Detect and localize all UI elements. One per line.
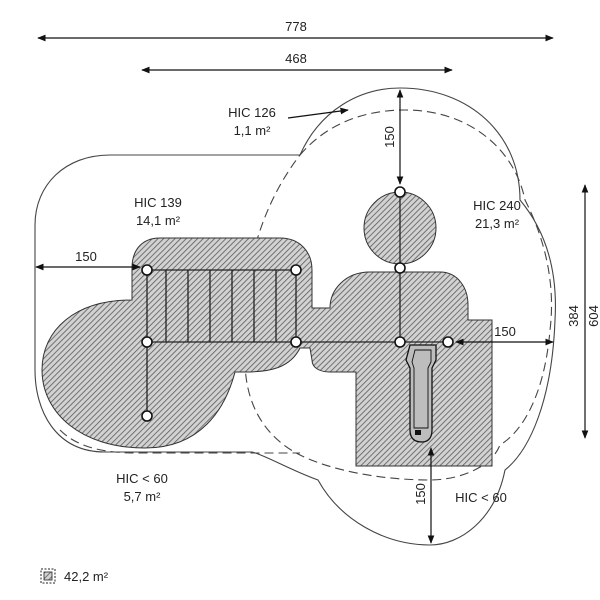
legend-total-area: 42,2 m²	[64, 569, 109, 584]
hic126-title: HIC 126	[228, 105, 276, 120]
legend: 42,2 m²	[40, 568, 109, 584]
slide	[405, 344, 437, 443]
safety-zone-outline	[34, 87, 556, 546]
hic-lt60-right-title: HIC < 60	[455, 490, 507, 505]
zone-hic139: HIC 139 14,1 m²	[134, 195, 182, 228]
hic-lt60-left-title: HIC < 60	[116, 471, 168, 486]
dimension-height: 384 604	[566, 184, 600, 439]
dimension-top-margin: 150	[382, 89, 404, 185]
hatched-area-icon	[40, 568, 56, 584]
hic139-title: HIC 139	[134, 195, 182, 210]
dimension-overall-width: 778	[37, 19, 554, 42]
hic240-title: HIC 240	[473, 198, 521, 213]
right-margin-label: 150	[494, 324, 516, 339]
inner-width-label: 468	[285, 51, 307, 66]
hic139-area: 14,1 m²	[136, 213, 181, 228]
zone-hic240: HIC 240 21,3 m²	[473, 198, 521, 231]
height-cropped-label: 604	[586, 305, 600, 327]
dimension-inner-width: 468	[141, 51, 453, 74]
posts	[141, 186, 454, 422]
dimension-bottom-margin: 150	[413, 447, 435, 544]
equipment-footprint	[41, 191, 493, 467]
hic126-area: 1,1 m²	[234, 123, 272, 138]
left-margin-label: 150	[75, 249, 97, 264]
bottom-margin-label: 150	[413, 483, 428, 505]
hic-lt60-left-area: 5,7 m²	[124, 489, 162, 504]
zone-hic-lt60-right: HIC < 60	[455, 490, 507, 505]
hic240-area: 21,3 m²	[475, 216, 520, 231]
zone-hic-lt60-left: HIC < 60 5,7 m²	[116, 471, 168, 504]
overall-width-label: 778	[285, 19, 307, 34]
top-margin-label: 150	[382, 126, 397, 148]
impact-zone-dashed	[243, 109, 553, 481]
height-label: 384	[566, 305, 581, 327]
dimension-left-margin: 150	[35, 249, 141, 271]
zone-hic126: HIC 126 1,1 m²	[228, 105, 349, 138]
lower-left-dashed	[59, 429, 300, 454]
dimension-right-margin: 150	[455, 324, 554, 346]
